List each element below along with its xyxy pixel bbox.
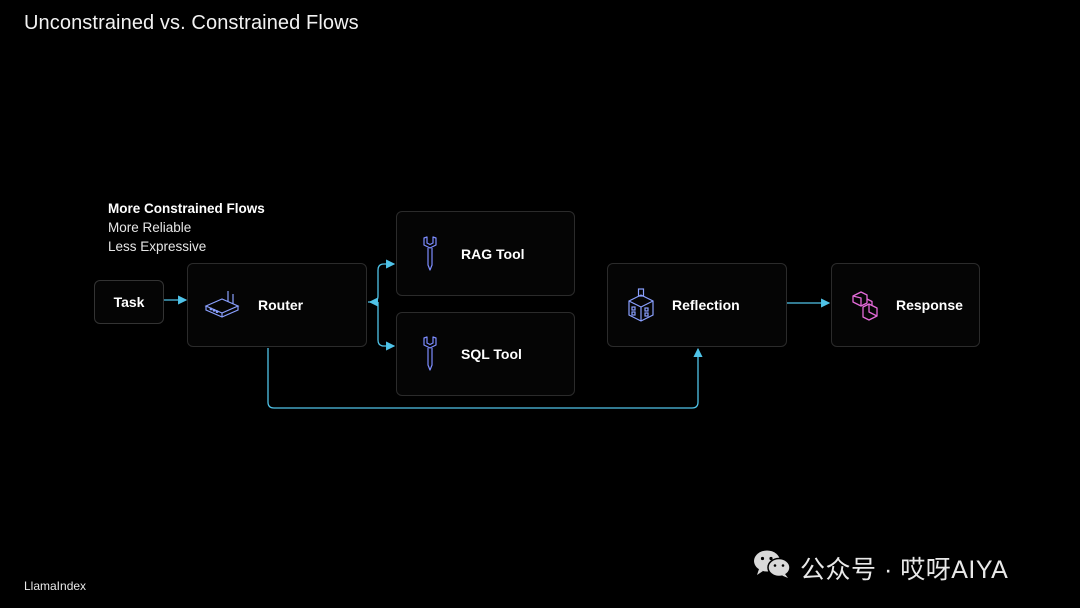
- caption-line-reliable: More Reliable: [108, 220, 192, 235]
- arrow-router-reflection-bypass: [267, 347, 703, 409]
- router-device-icon: [202, 288, 242, 322]
- wechat-icon: [752, 549, 792, 586]
- sql-tool-node: SQL Tool: [396, 312, 575, 396]
- response-node: Response: [831, 263, 980, 347]
- arrow-router-rag: [368, 259, 396, 303]
- rag-tool-node: RAG Tool: [396, 211, 575, 296]
- link-icon: [850, 288, 880, 322]
- router-label: Router: [258, 297, 304, 313]
- sql-tool-label: SQL Tool: [461, 346, 522, 362]
- task-label: Task: [113, 294, 145, 310]
- caption-line-expressive: Less Expressive: [108, 239, 207, 254]
- task-node: Task: [94, 280, 164, 324]
- wrench-icon: [417, 335, 443, 373]
- rag-tool-label: RAG Tool: [461, 245, 525, 262]
- caption-heading: More Constrained Flows: [108, 201, 265, 216]
- router-node: Router: [187, 263, 367, 347]
- slide-title: Unconstrained vs. Constrained Flows: [24, 12, 359, 34]
- footer-brand: LlamaIndex: [24, 579, 87, 593]
- watermark: 公众号 · 哎呀AIYA: [752, 549, 1008, 586]
- reflection-label: Reflection: [672, 297, 740, 313]
- wrench-icon: [417, 235, 443, 273]
- flow-caption: More Constrained Flows More Reliable Les…: [108, 199, 265, 256]
- building-icon: [626, 288, 656, 322]
- watermark-text: 公众号 · 哎呀AIYA: [800, 555, 1009, 584]
- arrow-router-sql: [377, 302, 396, 351]
- response-label: Response: [896, 297, 963, 313]
- reflection-node: Reflection: [607, 263, 787, 347]
